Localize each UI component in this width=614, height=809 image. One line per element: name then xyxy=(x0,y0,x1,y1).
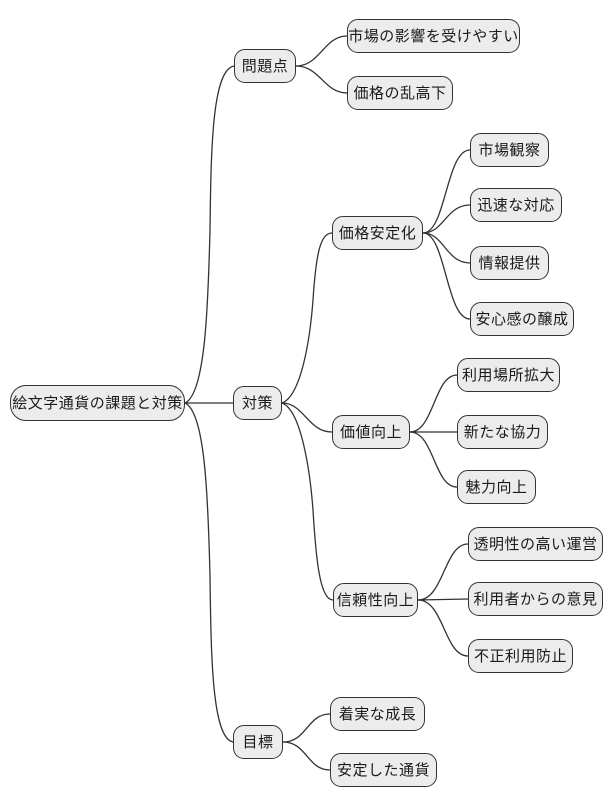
edge-root-goals xyxy=(184,402,234,743)
edge-measures-price-stabilization xyxy=(281,232,333,404)
edge-root-problems xyxy=(184,65,235,404)
node-fraud-prevention: 不正利用防止 xyxy=(468,639,573,673)
node-user-feedback: 利用者からの意見 xyxy=(468,582,603,616)
node-transparent-operation: 透明性の高い運営 xyxy=(468,527,603,561)
edge-reliability-user-feedback xyxy=(417,598,469,601)
edge-stabilization-quick-response xyxy=(422,204,471,234)
node-price-stabilization: 価格安定化 xyxy=(332,216,423,250)
edge-reliability-fraud-prevention xyxy=(417,599,469,657)
edge-stabilization-reassurance xyxy=(422,232,471,320)
node-quick-response: 迅速な対応 xyxy=(470,188,562,222)
node-appeal-improvement: 魅力向上 xyxy=(457,470,536,504)
edge-goals-stable-currency xyxy=(282,741,331,771)
node-stable-currency: 安定した通貨 xyxy=(330,753,437,787)
edge-measures-reliability xyxy=(281,402,334,601)
node-root: 絵文字通貨の課題と対策 xyxy=(10,385,185,421)
node-market-influence: 市場の影響を受けやすい xyxy=(347,19,520,53)
edge-stabilization-market-observation xyxy=(422,149,471,234)
edge-problems-price-volatility xyxy=(295,65,348,94)
node-value-improvement: 価値向上 xyxy=(332,415,410,449)
node-market-observation: 市場観察 xyxy=(470,133,549,167)
edge-stabilization-information xyxy=(422,232,471,264)
node-price-volatility: 価格の乱高下 xyxy=(347,76,453,110)
node-goals: 目標 xyxy=(233,725,283,759)
node-reassurance: 安心感の醸成 xyxy=(470,302,574,336)
edge-value-appeal xyxy=(409,431,458,488)
node-new-partnerships: 新たな協力 xyxy=(457,415,548,449)
node-usage-expansion: 利用場所拡大 xyxy=(457,358,560,392)
node-reliability-improvement: 信頼性向上 xyxy=(333,583,418,617)
node-measures: 対策 xyxy=(233,386,282,420)
edge-goals-steady-growth xyxy=(282,713,331,743)
edge-reliability-transparency xyxy=(417,543,469,601)
edge-measures-value-improvement xyxy=(281,402,333,433)
edge-problems-market-influence xyxy=(295,35,348,67)
node-information-provision: 情報提供 xyxy=(470,246,549,280)
node-steady-growth: 着実な成長 xyxy=(330,697,425,731)
node-problems: 問題点 xyxy=(234,49,296,83)
edge-value-usage-expansion xyxy=(409,374,458,433)
